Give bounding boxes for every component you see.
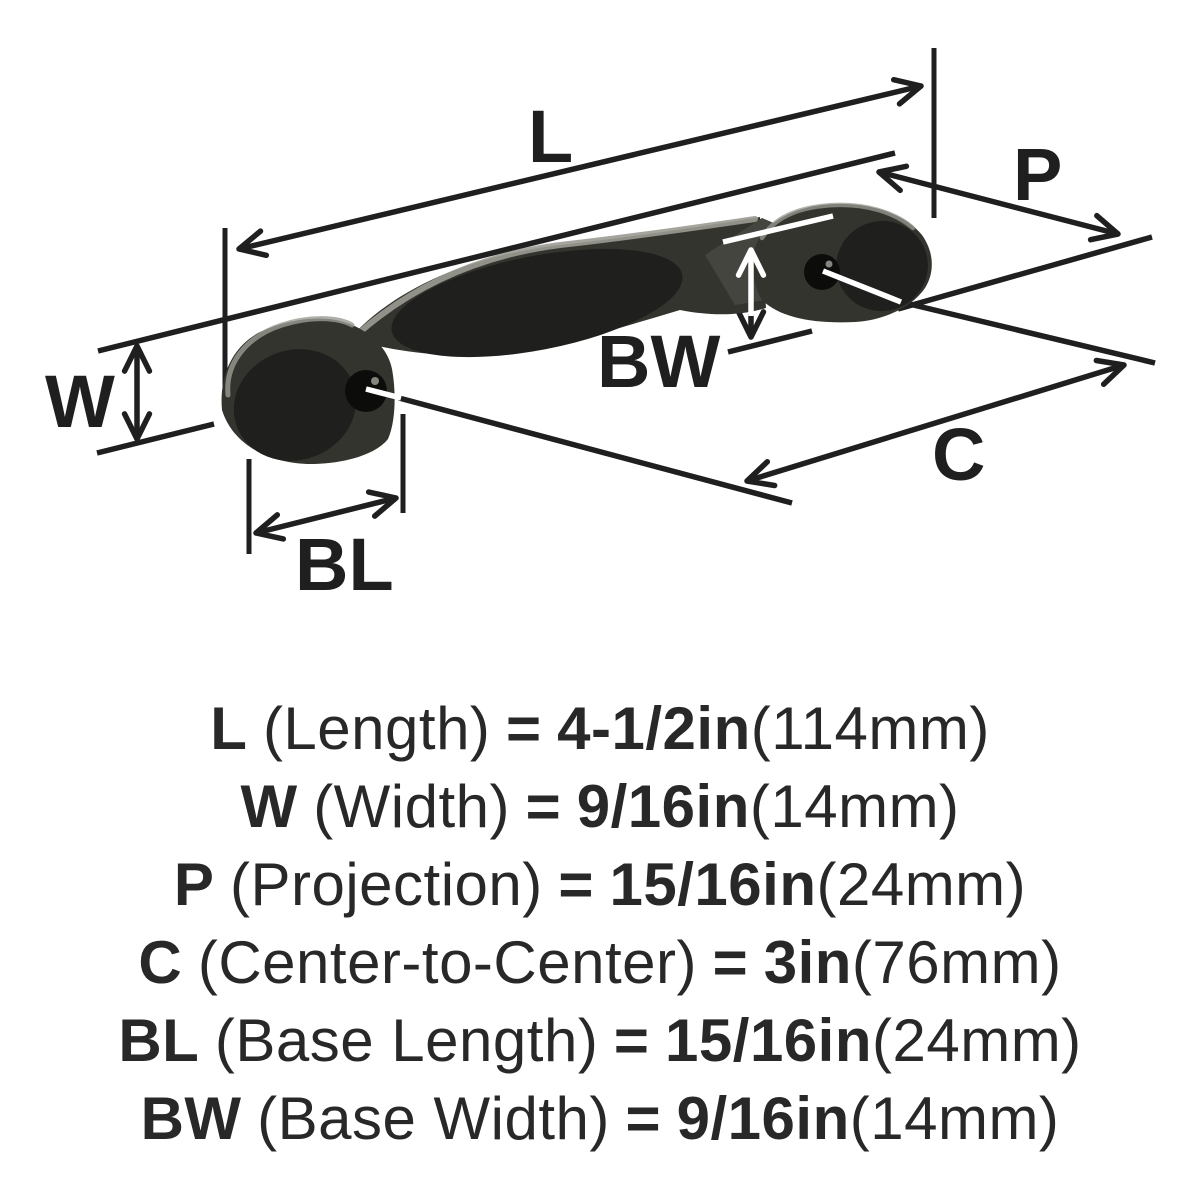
spec-code: P [173,851,215,918]
spec-equals: = [625,1085,662,1152]
right-base-front-face [836,220,928,312]
spec-list: L(Length)=4-1/2in(114mm) W(Width)=9/16in… [0,690,1200,1158]
right-base-top-highlight [759,202,916,241]
bar-top-highlight [357,216,758,335]
arrowhead [744,458,778,489]
spec-row-c: C(Center-to-Center)=3in(76mm) [0,924,1200,1002]
arrowhead [121,343,153,374]
center-line-right [821,268,903,305]
dimension-BL [246,414,406,554]
spec-code: BW [140,1085,242,1152]
spec-metric: (76mm) [851,929,1062,996]
spec-row-bw: BW(Base Width)=9/16in(14mm) [0,1080,1200,1158]
spec-metric: (114mm) [750,695,990,762]
screw-hole-right [804,254,840,290]
spec-row-bl: BL(Base Length)=15/16in(24mm) [0,1002,1200,1080]
dimension-label-l: L [528,95,573,178]
dimension-diagram: L P W BW C BL [45,48,1156,606]
spec-equals: = [525,773,562,840]
dimension-C [398,299,1156,506]
spec-code: BL [118,1007,200,1074]
arrowhead [236,228,270,259]
dimension-P [876,163,1153,312]
dimension-BW-lower [727,309,813,355]
spec-imperial: 4-1/2in [557,695,751,762]
witness-line [727,328,813,355]
arrowhead [253,512,287,542]
cabinet-pull-illustration [221,202,932,465]
center-line-left [365,386,402,401]
spec-row-l: L(Length)=4-1/2in(114mm) [0,690,1200,768]
spec-imperial: 9/16in [676,1085,850,1152]
spec-code: L [210,695,248,762]
spec-name: (Base Width) [257,1085,610,1152]
dimension-L [222,48,937,390]
dimension-W [96,150,896,456]
arrowhead [735,247,767,278]
spec-equals: = [558,851,594,918]
witness-line [398,395,793,506]
spec-row-w: W(Width)=9/16in(14mm) [0,768,1200,846]
arrowhead [735,309,767,340]
spec-name: (Length) [262,695,491,762]
left-base-front-face [233,349,357,461]
spec-equals: = [712,929,749,996]
white-overlay-marks [365,213,903,401]
witness-line [900,299,1156,366]
arrowhead [890,76,924,107]
spec-metric: (14mm) [749,773,960,840]
spec-name: (Projection) [229,851,543,918]
spec-imperial: 15/16in [665,1007,872,1074]
spec-name: (Base Length) [214,1007,599,1074]
witness-line [897,234,1153,312]
spec-code: C [138,929,183,996]
spec-name: (Center-to-Center) [197,929,697,996]
spec-equals: = [506,695,542,762]
arrowhead [365,489,399,519]
top-face-line [97,150,896,354]
screw-glint-left [371,377,379,385]
spec-name: (Width) [313,773,511,840]
spec-metric: (24mm) [816,851,1027,918]
witness-line [96,421,215,456]
spec-imperial: 9/16in [576,773,750,840]
dimension-label-w: W [45,360,115,443]
arrowhead [1093,357,1127,388]
spec-metric: (14mm) [849,1085,1060,1152]
bar-front-face [391,248,683,358]
spec-row-p: P(Projection)=15/16in(24mm) [0,846,1200,924]
dimension-label-bw: BW [597,320,720,403]
spec-imperial: 15/16in [609,851,817,918]
left-base-top-highlight [225,316,355,398]
dimension-label-bl: BL [295,523,394,606]
arrowhead [1087,212,1121,243]
spec-imperial: 3in [763,929,852,996]
dimension-label-c: C [932,413,985,496]
arrowhead [876,163,910,194]
spec-code: W [240,773,298,840]
spec-metric: (24mm) [872,1007,1082,1074]
screw-glint-right [825,260,833,268]
spec-equals: = [613,1007,650,1074]
dimension-label-p: P [1013,133,1062,216]
arrowhead [121,411,153,442]
base-top-mark [722,213,834,245]
